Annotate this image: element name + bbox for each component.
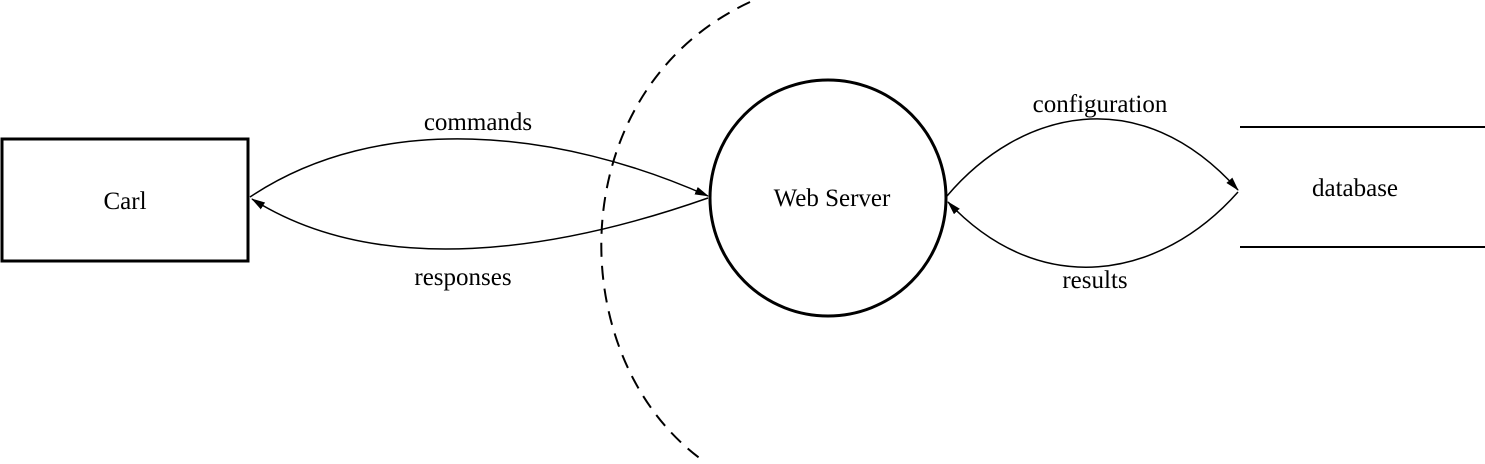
responses-label: responses <box>414 264 511 291</box>
trust-boundary <box>600 1 751 463</box>
carl-entity[interactable] <box>0 137 250 263</box>
web-server-label: Web Server <box>774 185 891 212</box>
database-label[interactable]: database <box>1312 175 1398 202</box>
carl-label: Carl <box>103 188 146 215</box>
commands-label: commands <box>424 109 532 136</box>
configuration-flow <box>946 118 1239 197</box>
configuration-label: configuration <box>1033 91 1168 118</box>
web-server-process[interactable] <box>708 78 948 318</box>
responses-flow <box>251 197 709 250</box>
results-label: results <box>1062 267 1127 294</box>
results-flow <box>947 191 1239 268</box>
commands-flow <box>249 138 709 198</box>
